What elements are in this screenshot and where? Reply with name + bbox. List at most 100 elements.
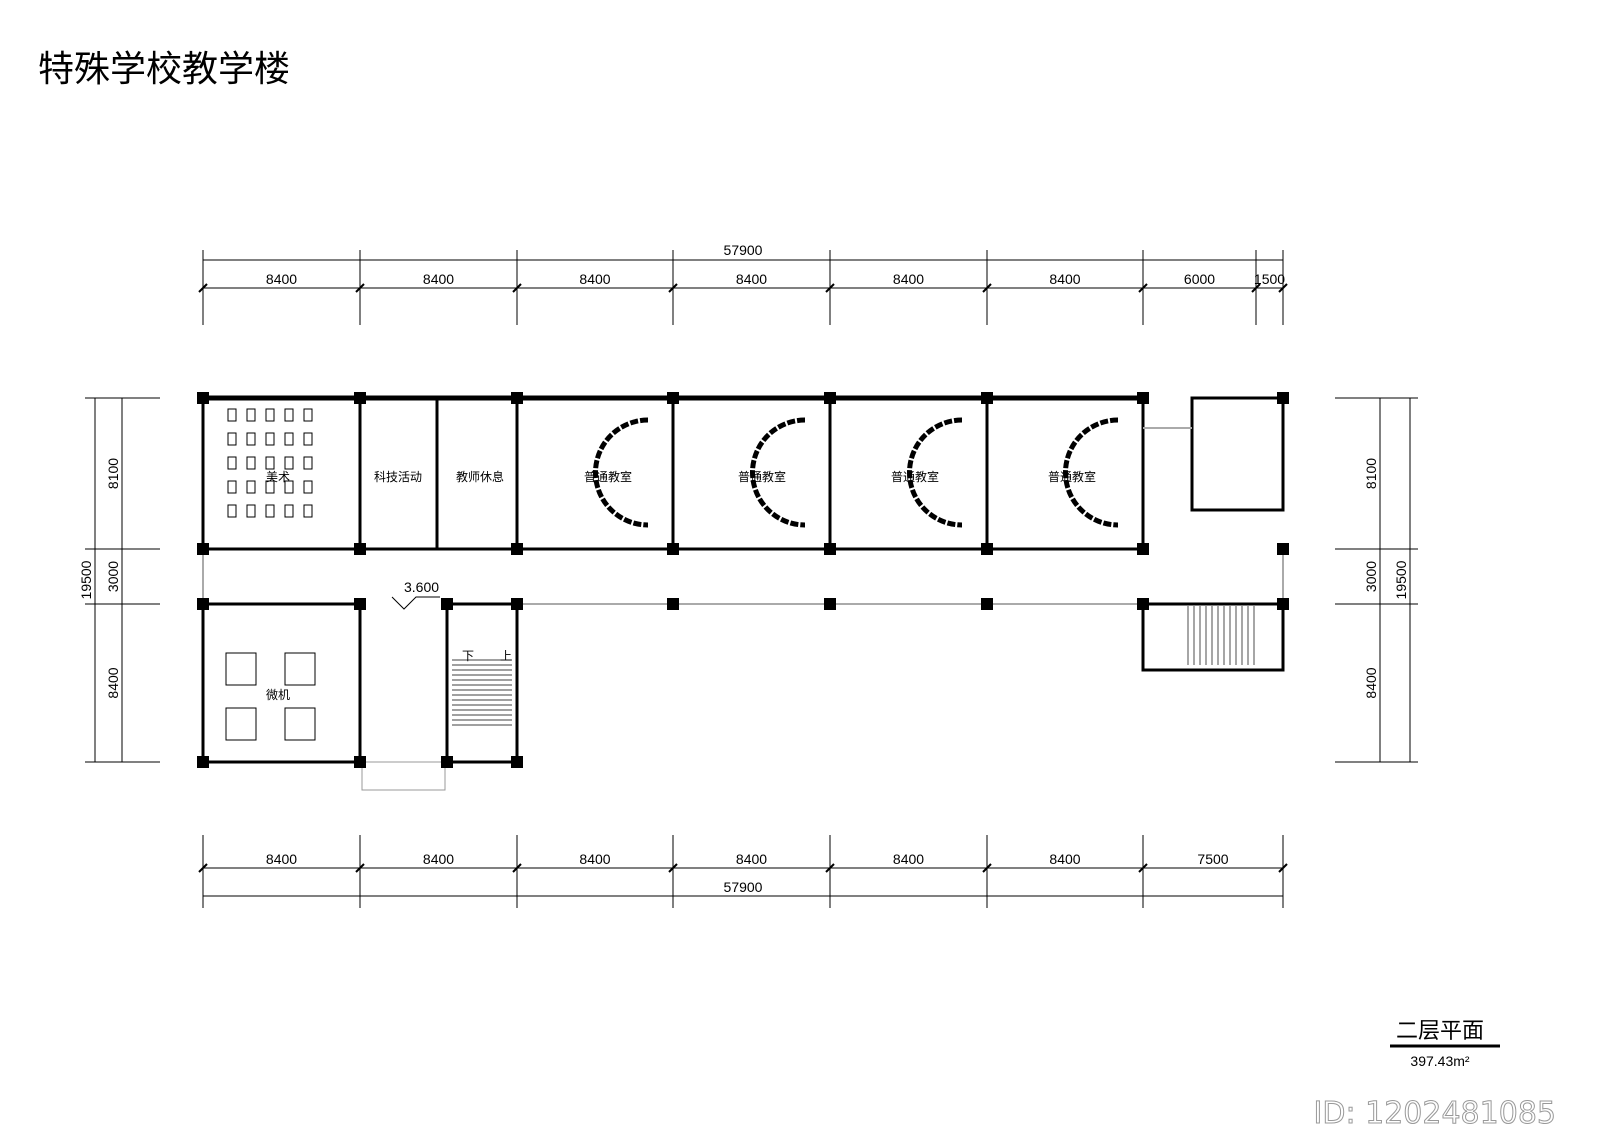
structural-column	[667, 543, 679, 555]
desk	[284, 504, 294, 518]
room-label: 微机	[266, 688, 290, 702]
toilet	[1190, 396, 1285, 512]
dim-left-segment: 3000	[105, 561, 121, 592]
dim-left-total: 19500	[78, 560, 94, 599]
desk	[265, 408, 275, 422]
structural-column	[197, 598, 209, 610]
desk	[284, 456, 294, 470]
dim-top-segment: 8400	[266, 271, 297, 287]
dim-bottom-total: 57900	[724, 879, 763, 895]
dim-bottom-segment: 8400	[893, 851, 924, 867]
computer-table	[284, 707, 316, 741]
desk	[303, 456, 313, 470]
desk	[265, 432, 275, 446]
watermark-id: ID: 1202481085	[1313, 1096, 1556, 1131]
elevation-marker	[391, 596, 440, 610]
dim-top-segment: 8400	[579, 271, 610, 287]
dim-tick-mark	[355, 283, 365, 293]
dim-tick-mark	[512, 863, 522, 873]
dim-bottom-segment: 8400	[266, 851, 297, 867]
dim-right-segment: 8100	[1363, 458, 1379, 489]
dim-top-segment: 1500	[1254, 271, 1285, 287]
dim-tick-mark	[982, 283, 992, 293]
dim-left-segment: 8100	[105, 458, 121, 489]
desk	[284, 432, 294, 446]
dim-top-segment: 8400	[1049, 271, 1080, 287]
structural-column	[354, 543, 366, 555]
dimension-lines	[85, 250, 1418, 908]
desk	[227, 456, 237, 470]
structural-column	[511, 756, 523, 768]
desk	[246, 408, 256, 422]
room-label: 普通教室	[1048, 469, 1096, 484]
balcony	[361, 761, 446, 791]
computer-table	[284, 652, 316, 686]
desk	[227, 432, 237, 446]
desk	[227, 408, 237, 422]
plan-name: 二层平面	[1396, 1019, 1484, 1044]
desk	[303, 480, 313, 494]
dim-right-segment: 3000	[1363, 561, 1379, 592]
structural-column	[824, 543, 836, 555]
dim-tick-mark	[1251, 283, 1261, 293]
classroom-desk-arc	[1063, 417, 1119, 528]
room-label: 美术	[266, 470, 290, 484]
structural-column	[354, 598, 366, 610]
structural-column	[197, 392, 209, 404]
computer-table	[225, 707, 257, 741]
dim-top-segment: 8400	[736, 271, 767, 287]
dim-tick-mark	[1278, 863, 1288, 873]
desk	[265, 456, 275, 470]
dim-bottom-segment: 8400	[736, 851, 767, 867]
stair-down-label: 下	[462, 649, 474, 663]
dim-tick-mark	[825, 863, 835, 873]
room-label: 科技活动	[374, 470, 422, 484]
dim-tick-mark	[355, 863, 365, 873]
structural-column	[981, 392, 993, 404]
dim-tick-mark	[1138, 863, 1148, 873]
desk	[227, 504, 237, 518]
desk	[303, 408, 313, 422]
structural-column	[197, 756, 209, 768]
room-label: 普通教室	[738, 469, 786, 484]
desk	[303, 504, 313, 518]
structural-column	[981, 598, 993, 610]
room-label: 教师休息	[456, 469, 504, 484]
dim-tick-mark	[1138, 283, 1148, 293]
structural-column	[1277, 392, 1289, 404]
structural-column	[1277, 543, 1289, 555]
room-label: 普通教室	[584, 469, 632, 484]
dim-bottom-segment: 8400	[1049, 851, 1080, 867]
structural-column	[511, 598, 523, 610]
desk	[303, 432, 313, 446]
structural-column	[441, 756, 453, 768]
drawing-title: 特殊学校教学楼	[38, 49, 291, 90]
desk	[284, 408, 294, 422]
desk	[246, 480, 256, 494]
structural-column	[441, 598, 453, 610]
desk	[265, 504, 275, 518]
dim-tick-mark	[668, 863, 678, 873]
dim-top-segment: 8400	[893, 271, 924, 287]
dim-top-total: 57900	[724, 242, 763, 258]
structural-column	[354, 756, 366, 768]
dim-tick-mark	[198, 283, 208, 293]
structural-column	[511, 543, 523, 555]
elevation-label: 3.600	[404, 579, 439, 595]
dim-tick-mark	[668, 283, 678, 293]
building-outline	[197, 392, 1289, 791]
structural-column	[1137, 598, 1149, 610]
dim-left-segment: 8400	[105, 667, 121, 698]
structural-column	[981, 543, 993, 555]
dim-tick-mark	[982, 863, 992, 873]
structural-column	[667, 392, 679, 404]
dim-top-segment: 8400	[423, 271, 454, 287]
plan-area: 397.43m²	[1410, 1053, 1469, 1069]
desk	[246, 504, 256, 518]
structural-column	[824, 392, 836, 404]
desk	[284, 480, 294, 494]
dim-top-segment: 6000	[1184, 271, 1215, 287]
desk	[246, 432, 256, 446]
